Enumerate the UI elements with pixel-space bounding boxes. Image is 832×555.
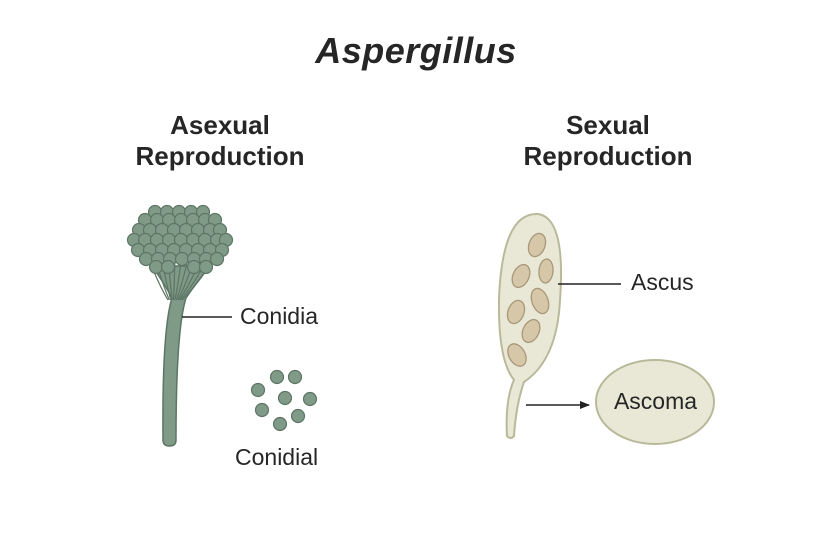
diagram-title: Aspergillus (315, 30, 517, 71)
conidial-spore (250, 382, 266, 398)
conidial-spore (269, 369, 285, 385)
ascospore (511, 263, 531, 289)
conidium (209, 251, 225, 267)
conidium (148, 259, 164, 275)
conidia-label: Conidia (240, 303, 318, 329)
conidial-spore (277, 390, 293, 406)
ascus (497, 212, 563, 439)
asexual-heading: Asexual Reproduction (90, 110, 350, 172)
ascospore (506, 299, 526, 325)
ascospore (538, 258, 554, 284)
conidial-spore (254, 402, 270, 418)
loose-conidia (250, 369, 318, 432)
ascospores (506, 232, 554, 367)
sexual-heading-line2: Reproduction (523, 141, 693, 171)
conidiophore (126, 204, 234, 447)
conidial-label: Conidial (235, 444, 319, 470)
conidiophore-stalk (150, 265, 212, 447)
conidium (198, 259, 214, 275)
ascospore (530, 287, 550, 315)
ascospore (507, 343, 527, 367)
conidial-spore (302, 391, 318, 407)
conidium (160, 259, 176, 275)
asexual-heading-line1: Asexual (170, 110, 270, 140)
ascoma-body (595, 359, 715, 445)
ascus-label: Ascus (631, 269, 694, 295)
ascoma-label: Ascoma (613, 388, 698, 414)
conidial-spore (287, 369, 303, 385)
ascospore (521, 318, 541, 344)
conidial-spore (290, 408, 306, 424)
asexual-heading-line2: Reproduction (135, 141, 305, 171)
sexual-heading: Sexual Reproduction (478, 110, 738, 172)
conidia-cluster (126, 204, 234, 275)
ascospore (527, 232, 547, 258)
conidial-spore (272, 416, 288, 432)
phialide-line (175, 261, 188, 301)
conidium (174, 251, 190, 267)
conidium (186, 259, 202, 275)
sexual-heading-line1: Sexual (566, 110, 650, 140)
